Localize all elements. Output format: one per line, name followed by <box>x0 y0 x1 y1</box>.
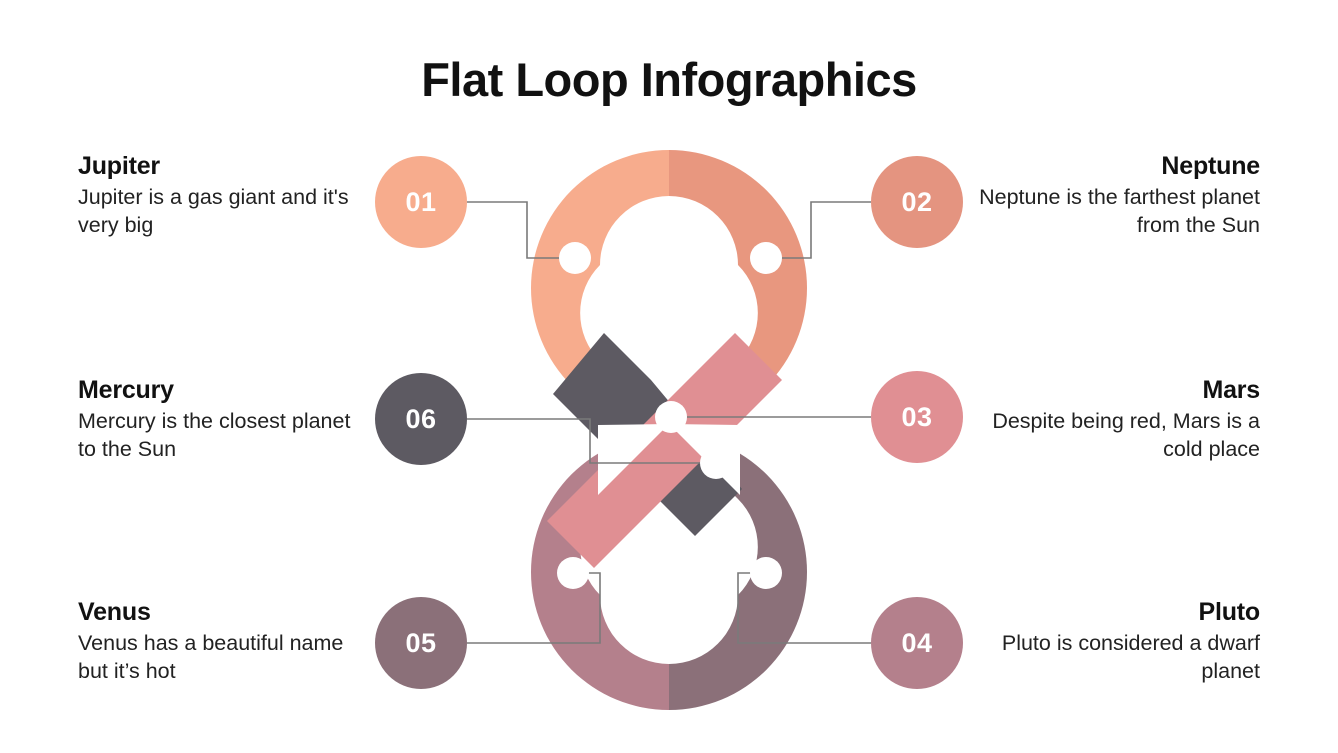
number-badge-label: 06 <box>405 403 437 434</box>
number-badge-label: 05 <box>405 627 437 658</box>
number-badge-label: 01 <box>405 186 437 217</box>
item-block-mars: Mars Despite being red, Mars is a cold p… <box>970 376 1260 464</box>
item-block-jupiter: Jupiter Jupiter is a gas giant and it's … <box>78 152 368 240</box>
number-badge-05[interactable]: 05 <box>375 597 467 689</box>
node-dot-03 <box>655 401 687 433</box>
item-title-jupiter: Jupiter <box>78 152 160 180</box>
number-badge-03[interactable]: 03 <box>871 371 963 463</box>
number-badge-04[interactable]: 04 <box>871 597 963 689</box>
node-dot-05 <box>557 557 589 589</box>
cross-band-pink <box>547 333 782 568</box>
number-badge-01[interactable]: 01 <box>375 156 467 248</box>
number-badge-label: 02 <box>901 186 933 217</box>
connector-01 <box>467 201 575 259</box>
item-block-mercury: Mercury Mercury is the closest planet to… <box>78 376 368 464</box>
number-badge-02[interactable]: 02 <box>871 156 963 248</box>
loop-junction-gap <box>598 424 669 495</box>
node-dot-04 <box>750 557 782 589</box>
node-dot-02 <box>750 242 782 274</box>
number-badge-label: 04 <box>901 627 933 658</box>
item-title-mercury: Mercury <box>78 376 174 404</box>
connector-06 <box>467 418 716 464</box>
item-title-mars: Mars <box>1202 376 1260 404</box>
item-title-pluto: Pluto <box>1198 598 1261 626</box>
item-description-neptune: Neptune is the farthest planet from the … <box>979 185 1260 238</box>
number-badge-06[interactable]: 06 <box>375 373 467 465</box>
item-description-mercury: Mercury is the closest planet to the Sun <box>78 409 351 462</box>
item-block-pluto: Pluto Pluto is considered a dwarf planet <box>970 598 1260 686</box>
item-description-jupiter: Jupiter is a gas giant and it's very big <box>78 185 349 238</box>
number-badge-label: 03 <box>901 401 933 432</box>
item-block-neptune: Neptune Neptune is the farthest planet f… <box>970 152 1260 240</box>
item-title-venus: Venus <box>78 598 151 626</box>
item-description-mars: Despite being red, Mars is a cold place <box>992 409 1260 462</box>
item-block-venus: Venus Venus has a beautiful name but it’… <box>78 598 368 686</box>
connector-02 <box>766 201 871 259</box>
node-dot-06 <box>700 447 732 479</box>
loop-node-dots <box>557 242 782 589</box>
page-title: Flat Loop Infographics <box>421 53 917 106</box>
node-dot-01 <box>559 242 591 274</box>
item-title-neptune: Neptune <box>1161 152 1260 180</box>
item-description-venus: Venus has a beautiful name but it’s hot <box>78 631 344 684</box>
item-description-pluto: Pluto is considered a dwarf planet <box>1001 631 1260 684</box>
